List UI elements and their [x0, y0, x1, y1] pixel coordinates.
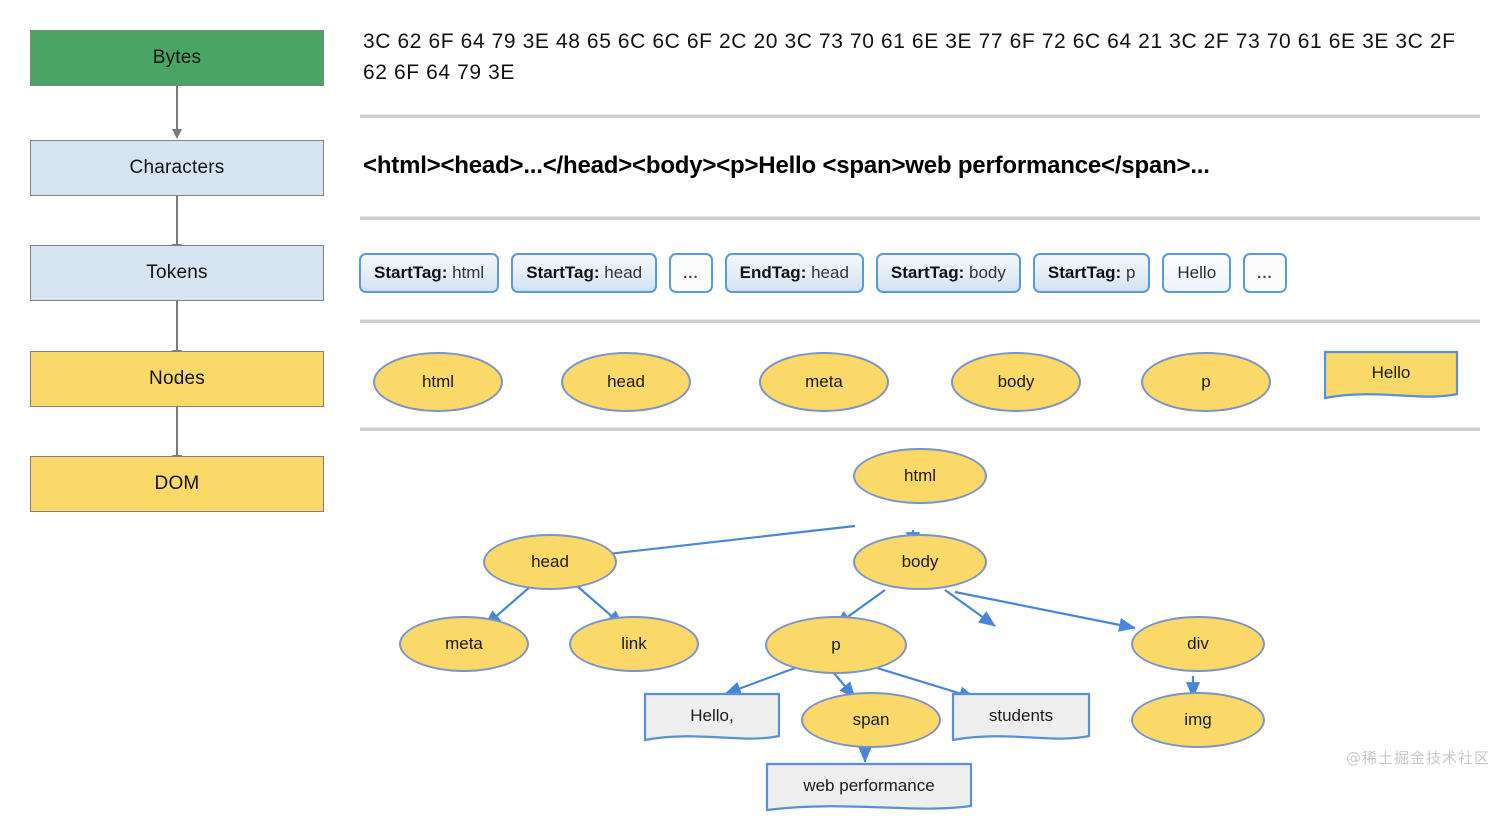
- token-value: head: [599, 263, 643, 282]
- divider-bytes-characters: [360, 114, 1480, 118]
- node-label: meta: [805, 372, 843, 391]
- pipeline-stage-nodes[interactable]: Nodes: [30, 351, 324, 407]
- node-chip-html[interactable]: html: [373, 352, 503, 412]
- divider-nodes-dom: [360, 427, 1480, 431]
- node-label: Hello: [1371, 363, 1411, 382]
- token-key: EndTag:: [739, 263, 807, 282]
- dom-node-label: head: [531, 552, 569, 571]
- dom-node-img[interactable]: img: [1131, 692, 1265, 748]
- site-watermark: @稀土掘金技术社区: [1345, 749, 1490, 767]
- token-key: StartTag:: [1047, 263, 1122, 282]
- node-chip-body[interactable]: body: [951, 352, 1081, 412]
- token-value: head: [806, 263, 849, 282]
- token-key: StartTag:: [526, 263, 600, 282]
- token-chip[interactable]: StartTag: body: [875, 253, 1021, 293]
- token-value: html: [447, 263, 485, 282]
- token-chip[interactable]: EndTag: head: [724, 253, 864, 293]
- pipeline-stage-label: Characters: [129, 157, 225, 178]
- pipeline-stage-tokens[interactable]: Tokens: [30, 245, 324, 301]
- pipeline-stage-characters[interactable]: Characters: [30, 140, 324, 196]
- pipeline-stage-label: DOM: [154, 473, 200, 494]
- dom-node-label: div: [1187, 634, 1209, 653]
- dom-node-label: link: [621, 634, 647, 653]
- dom-node-label: students: [988, 705, 1054, 725]
- detail-column: 3C 62 6F 64 79 3E 48 65 6C 6C 6F 2C 20 3…: [355, 0, 1512, 812]
- characters-markup-text: <html><head>...</head><body><p>Hello <sp…: [363, 152, 1210, 179]
- pipeline-arrow-4: [172, 407, 182, 465]
- pipeline-stage-dom[interactable]: DOM: [30, 456, 324, 512]
- pipeline-stage-bytes[interactable]: Bytes: [30, 30, 324, 86]
- node-label: html: [421, 372, 455, 391]
- node-chip-meta[interactable]: meta: [759, 352, 889, 412]
- dom-node-label: meta: [445, 634, 483, 653]
- pipeline-stage-label: Nodes: [149, 368, 205, 389]
- token-value: ...: [1257, 264, 1273, 282]
- node-chip-hello[interactable]: Hello: [1323, 350, 1459, 404]
- pipeline-arrow-2: [172, 196, 182, 254]
- divider-tokens-nodes: [360, 319, 1480, 323]
- token-chip[interactable]: ...: [669, 253, 713, 293]
- dom-node-html[interactable]: html: [853, 448, 987, 504]
- token-value: Hello: [1177, 263, 1217, 282]
- token-value: ...: [683, 264, 699, 282]
- node-label: body: [997, 372, 1035, 391]
- token-chip[interactable]: StartTag: p: [1032, 253, 1151, 293]
- dom-node-webperf[interactable]: web performance: [765, 762, 973, 816]
- pipeline-stage-label: Bytes: [152, 47, 202, 68]
- node-label: head: [607, 372, 645, 391]
- dom-node-link[interactable]: link: [569, 616, 699, 672]
- token-key: StartTag:: [374, 263, 448, 282]
- node-row: html head meta body p Hello: [355, 344, 1512, 416]
- dom-node-p[interactable]: p: [765, 616, 907, 674]
- dom-node-meta[interactable]: meta: [399, 616, 529, 672]
- dom-node-label: p: [831, 635, 841, 654]
- dom-node-label: Hello,: [690, 705, 734, 725]
- dom-node-label: body: [901, 552, 939, 571]
- dom-node-label: web performance: [803, 775, 935, 795]
- dom-node-body[interactable]: body: [853, 534, 987, 590]
- dom-node-head[interactable]: head: [483, 534, 617, 590]
- bytes-hex-text: 3C 62 6F 64 79 3E 48 65 6C 6C 6F 2C 20 3…: [363, 30, 1456, 84]
- node-chip-head[interactable]: head: [561, 352, 691, 412]
- dom-node-label: html: [903, 466, 937, 485]
- node-chip-p[interactable]: p: [1141, 352, 1271, 412]
- token-chip[interactable]: ...: [1243, 253, 1287, 293]
- node-label: p: [1201, 372, 1211, 391]
- token-chip[interactable]: StartTag: head: [511, 253, 658, 293]
- dom-node-label: img: [1184, 710, 1212, 729]
- token-chip[interactable]: StartTag: html: [359, 253, 500, 293]
- pipeline-stage-label: Tokens: [146, 262, 208, 283]
- token-value: p: [1121, 263, 1136, 282]
- pipeline-arrow-1: [172, 86, 182, 139]
- dom-node-students[interactable]: students: [951, 692, 1091, 746]
- dom-node-label: span: [852, 710, 890, 729]
- dom-node-div[interactable]: div: [1131, 616, 1265, 672]
- divider-characters-tokens: [360, 216, 1480, 220]
- token-value: body: [964, 263, 1006, 282]
- dom-node-span[interactable]: span: [801, 692, 941, 748]
- dom-node-hello[interactable]: Hello,: [643, 692, 781, 746]
- token-key: StartTag:: [890, 263, 965, 282]
- token-chip[interactable]: Hello: [1162, 253, 1232, 293]
- pipeline-column: Bytes Characters Tokens Nodes DOM: [0, 0, 355, 786]
- pipeline-arrow-3: [172, 301, 182, 360]
